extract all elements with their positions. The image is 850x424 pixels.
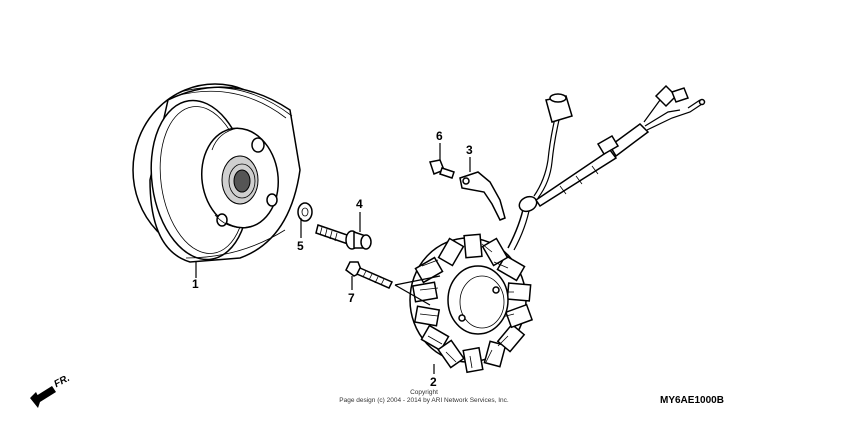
flywheel-bolt[interactable] xyxy=(315,224,372,250)
front-direction-arrow xyxy=(30,386,56,408)
callout-4: 4 xyxy=(356,197,363,211)
wiring-harness[interactable] xyxy=(507,84,706,251)
diagram-code: MY6AE1000B xyxy=(660,395,724,406)
callout-3: 3 xyxy=(466,143,473,157)
callout-7: 7 xyxy=(348,291,355,305)
stator[interactable] xyxy=(409,233,534,374)
callout-2: 2 xyxy=(430,375,437,389)
copyright-title: Copyright xyxy=(410,389,438,396)
flywheel[interactable] xyxy=(132,83,301,266)
washer[interactable] xyxy=(297,202,313,222)
stator-bolt[interactable] xyxy=(345,261,394,289)
clamp-bolt[interactable] xyxy=(429,159,455,179)
callout-6: 6 xyxy=(436,129,443,143)
callout-1: 1 xyxy=(192,277,199,291)
copyright-notice: Page design (c) 2004 - 2014 by ARI Netwo… xyxy=(339,397,509,404)
front-direction-label: FR. xyxy=(52,373,71,390)
wire-clamp[interactable] xyxy=(459,171,506,221)
callout-5: 5 xyxy=(297,239,304,253)
leader-lines xyxy=(195,143,471,374)
